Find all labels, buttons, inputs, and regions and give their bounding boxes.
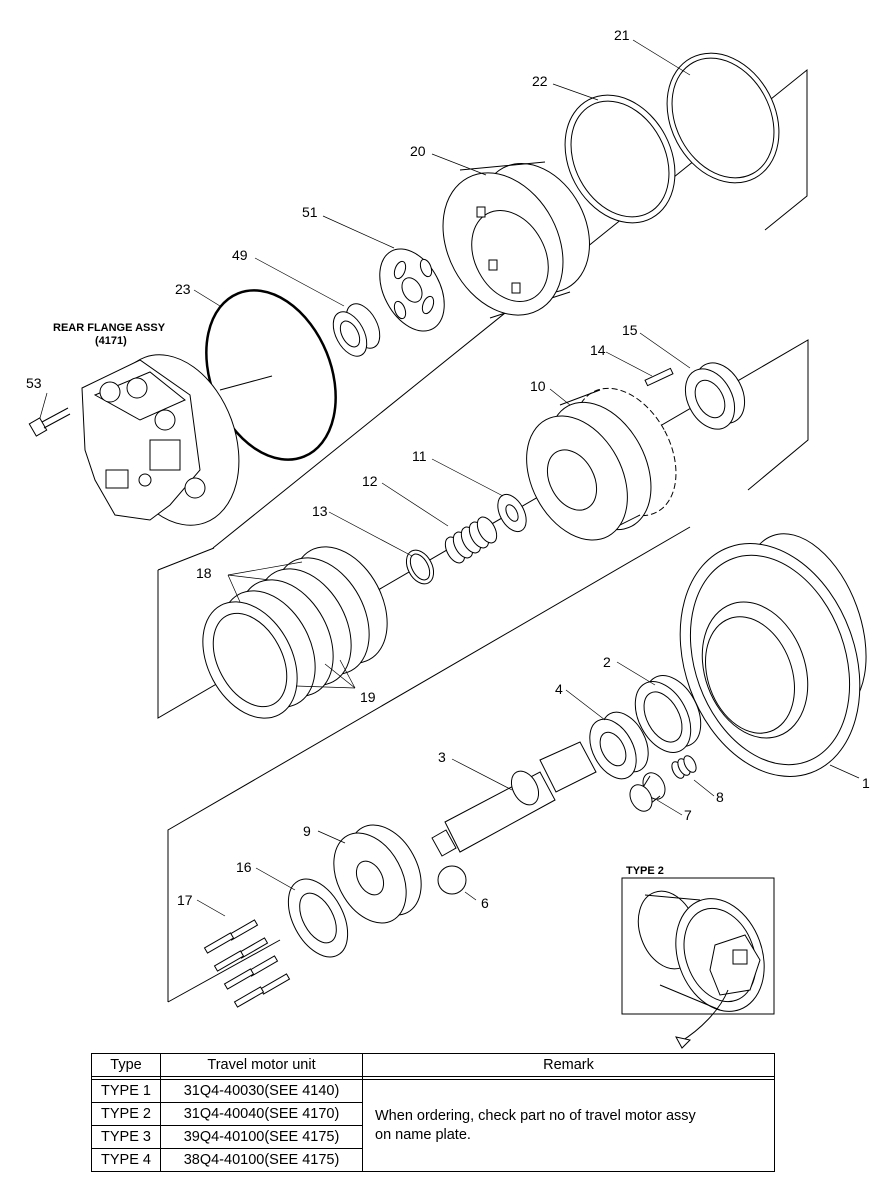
callout-9: 9: [303, 823, 311, 839]
row-type: TYPE 2: [91, 1102, 161, 1126]
callout-4: 4: [555, 681, 563, 697]
table-row: TYPE 4 38Q4-40100(SEE 4175): [91, 1148, 775, 1172]
part-51-plate: [379, 248, 445, 332]
callout-12: 12: [362, 473, 378, 489]
part-53-bolt: [28, 407, 71, 437]
callout-6: 6: [481, 895, 489, 911]
callout-19: 19: [360, 689, 376, 705]
callout-2: 2: [603, 654, 611, 670]
part-2-seal: [634, 675, 702, 753]
part-17-pins: [203, 919, 291, 1008]
row-type: TYPE 3: [91, 1125, 161, 1149]
callout-49: 49: [232, 247, 248, 263]
callout-17: 17: [177, 892, 193, 908]
part-9-plate: [333, 824, 422, 924]
callout-11: 11: [412, 448, 427, 464]
part-20-housing: [442, 161, 590, 319]
part-13-snap-ring: [405, 549, 435, 585]
table-row: TYPE 3 39Q4-40100(SEE 4175): [91, 1125, 775, 1149]
callout-53: 53: [26, 375, 42, 391]
part-21-ring: [666, 52, 780, 184]
callout-10: 10: [530, 378, 546, 394]
header-remark: Remark: [362, 1053, 775, 1077]
remark-line-1: When ordering, check part no of travel m…: [375, 1107, 696, 1124]
inset-title: TYPE 2: [626, 865, 664, 877]
part-18-19-disc-stack: [202, 546, 388, 719]
part-6-ball: [437, 865, 467, 895]
callout-3: 3: [438, 749, 446, 765]
remark-cell: When ordering, check part no of travel m…: [362, 1079, 775, 1172]
callout-21: 21: [614, 27, 630, 43]
row-type: TYPE 4: [91, 1148, 161, 1172]
rear-flange-title: REAR FLANGE ASSY: [53, 322, 166, 334]
table-header-row: Type Travel motor unit Remark: [91, 1053, 775, 1077]
leader-lines: [39, 39, 860, 917]
part-16-plate: [287, 878, 349, 958]
row-unit: 31Q4-40040(SEE 4170): [160, 1102, 363, 1126]
row-unit: 31Q4-40030(SEE 4140): [160, 1079, 363, 1103]
remark-line-2: on name plate.: [375, 1126, 471, 1143]
part-3-shaft: [431, 741, 597, 857]
callout-22: 22: [532, 73, 548, 89]
travel-motor-type-table: Type Travel motor unit Remark TYPE 1 31Q…: [91, 1053, 775, 1172]
callout-15: 15: [622, 322, 638, 338]
part-10-gear: [526, 387, 677, 541]
callout-16: 16: [236, 859, 252, 875]
rear-flange-code: (4171): [95, 335, 127, 347]
part-4-bearing: [589, 711, 649, 780]
header-travel-motor-unit: Travel motor unit: [160, 1053, 363, 1077]
callout-23: 23: [175, 281, 191, 297]
row-type: TYPE 1: [91, 1079, 161, 1103]
part-14-pin: [644, 367, 674, 387]
part-7-sleeve: [629, 772, 666, 812]
callout-18: 18: [196, 565, 212, 581]
row-unit: 38Q4-40100(SEE 4175): [160, 1148, 363, 1172]
rear-flange-label: REAR FLANGE ASSY (4171): [53, 322, 166, 347]
header-type: Type: [91, 1053, 161, 1077]
part-12-spring: [444, 516, 498, 564]
callout-13: 13: [312, 503, 328, 519]
part-11-washer: [497, 493, 527, 533]
part-22-ring: [564, 94, 676, 224]
callout-20: 20: [410, 143, 426, 159]
part-1-hub-housing: [679, 533, 867, 777]
callout-8: 8: [716, 789, 724, 805]
callout-51: 51: [302, 204, 318, 220]
callout-14: 14: [590, 342, 606, 358]
part-15-bearing: [684, 362, 746, 430]
table-row: TYPE 1 31Q4-40030(SEE 4140) When orderin…: [91, 1079, 775, 1172]
row-unit: 39Q4-40100(SEE 4175): [160, 1125, 363, 1149]
part-49-bearing: [332, 303, 381, 357]
callout-labels: 21 22 20 51 49 23 53 15 14 10 11 12 13 1…: [26, 27, 870, 911]
part-8-spring: [671, 755, 697, 779]
callout-7: 7: [684, 807, 692, 823]
rear-flange-assy: [81, 354, 240, 526]
type-2-inset: TYPE 2: [621, 865, 775, 1049]
callout-1: 1: [862, 775, 870, 791]
